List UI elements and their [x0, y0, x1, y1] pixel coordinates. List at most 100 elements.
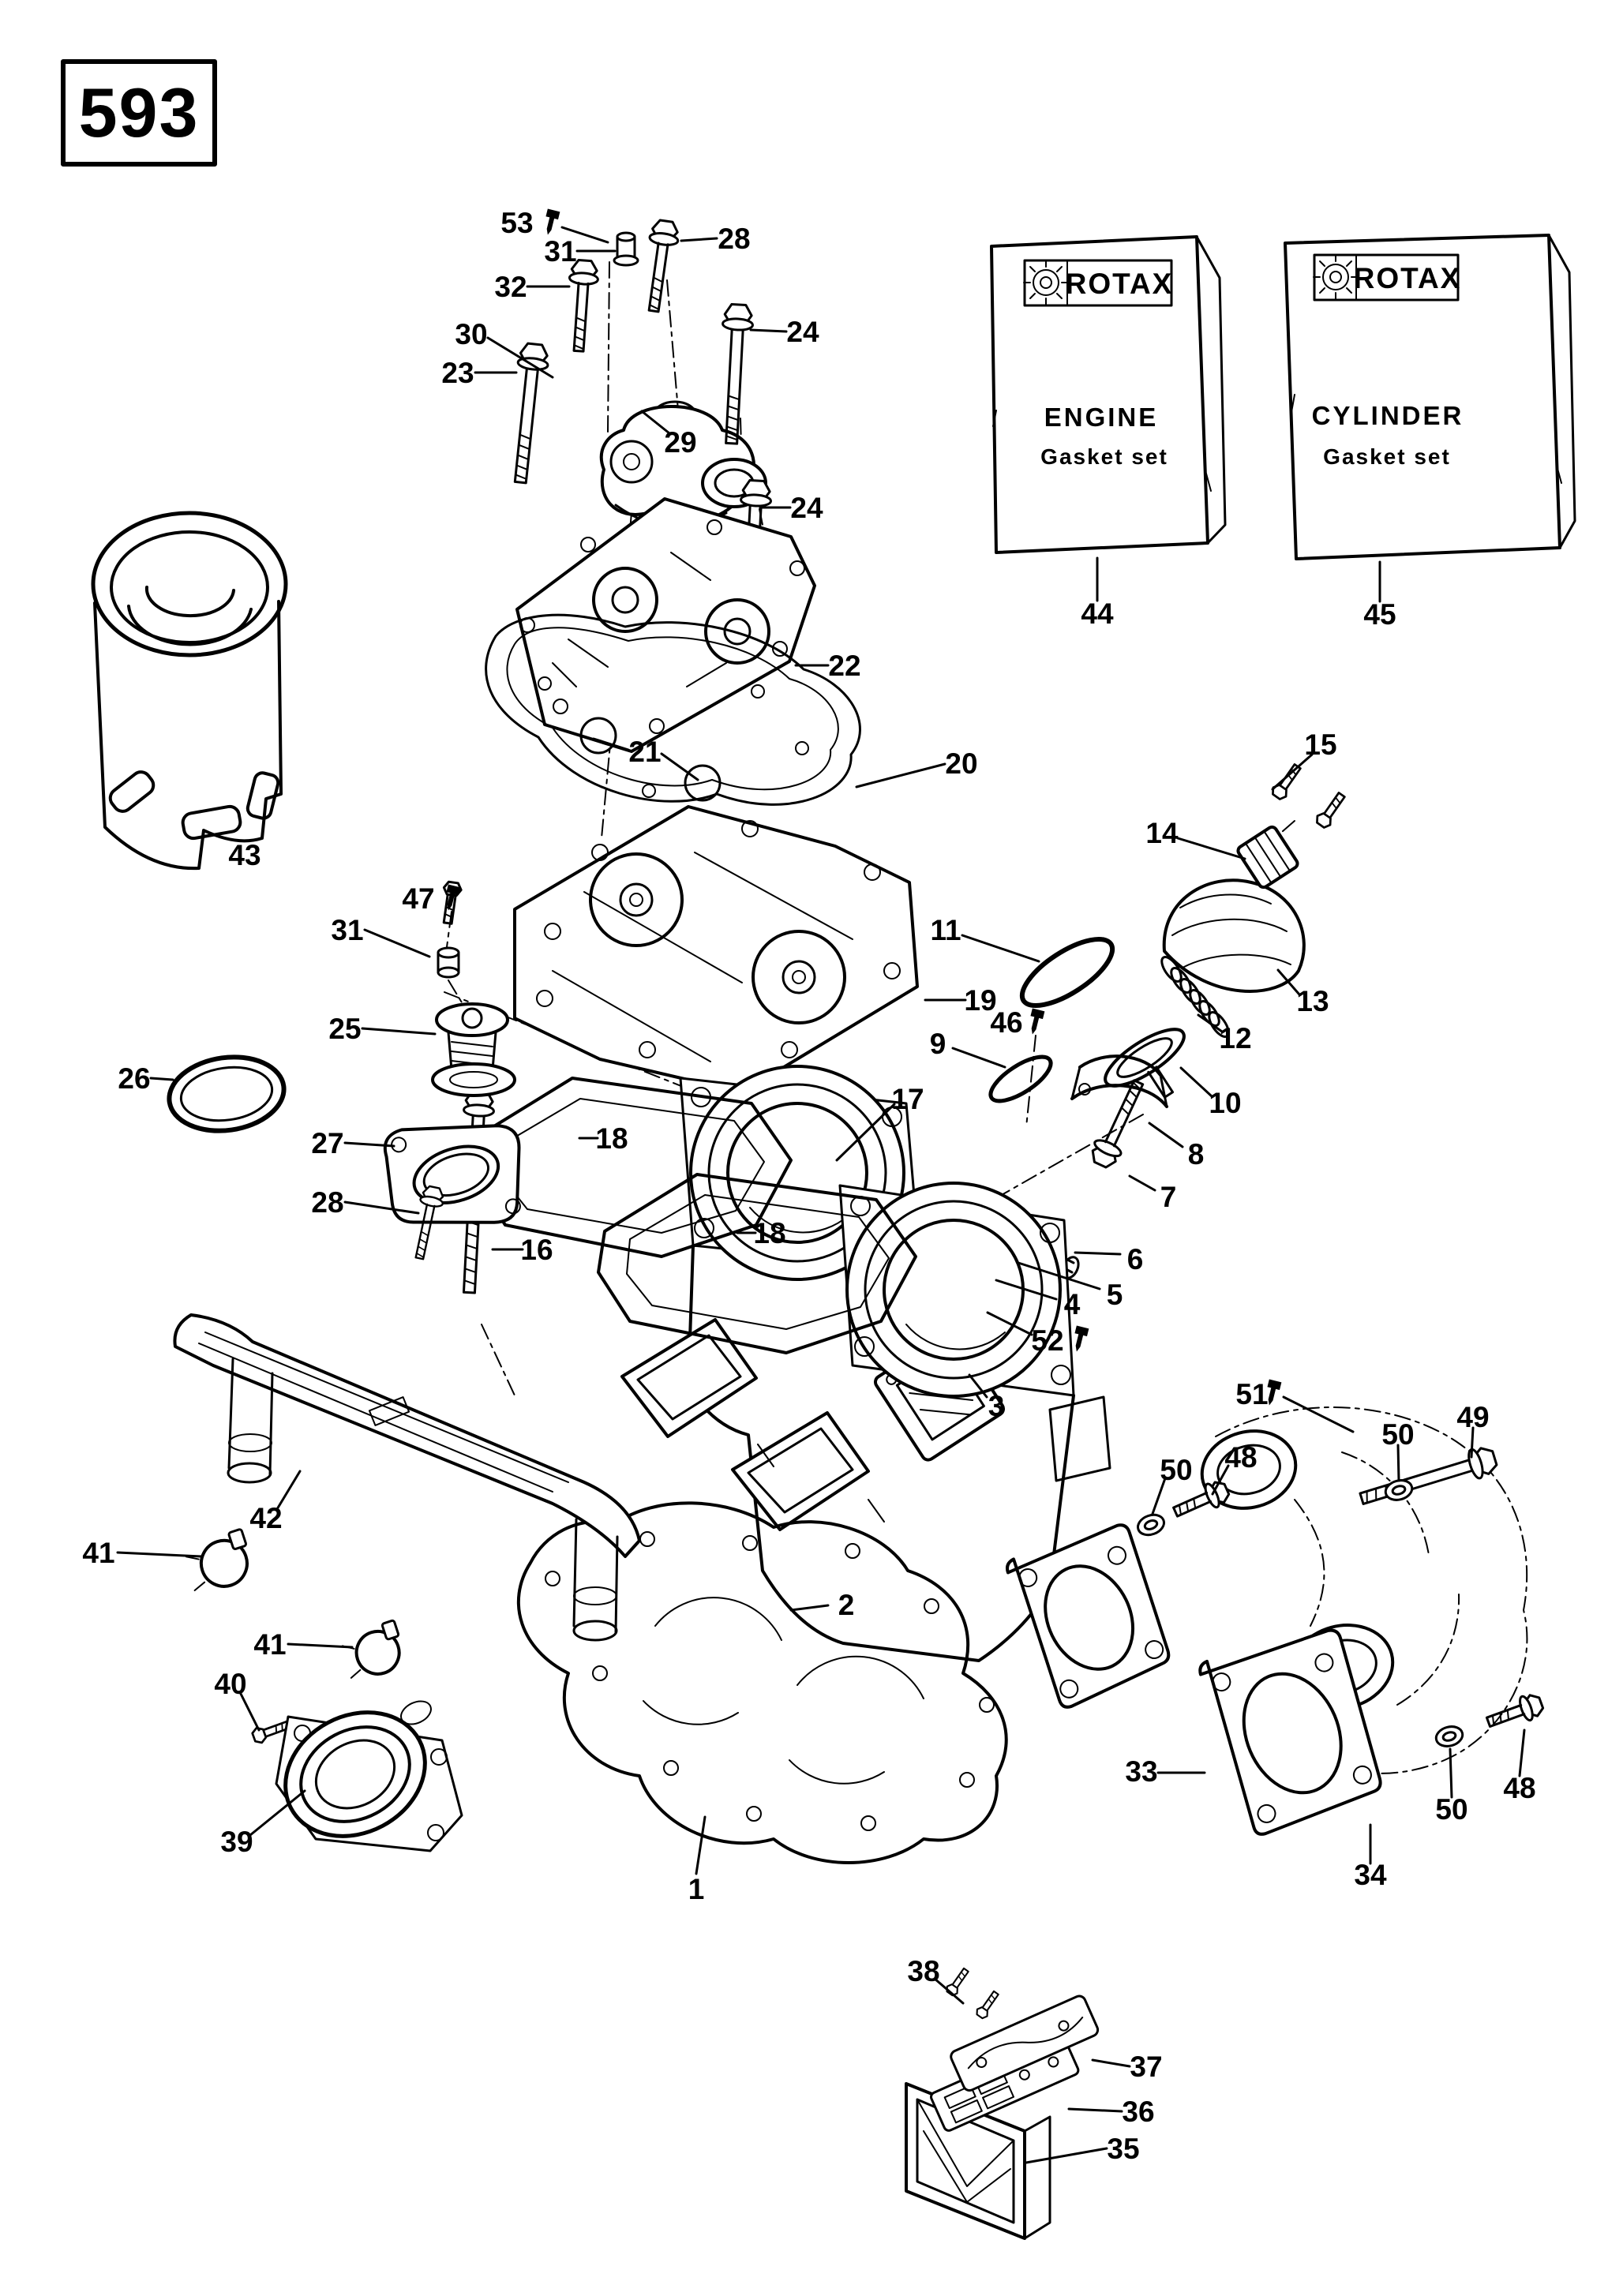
callout-29: 29: [664, 426, 696, 459]
callout-14: 14: [1145, 817, 1179, 849]
leader-line-40: [238, 1691, 261, 1732]
part-oring-9: [988, 1054, 1053, 1103]
callout-40: 40: [214, 1668, 246, 1700]
leader-line-41: [116, 1551, 204, 1558]
part-head-cover-22: [515, 497, 816, 753]
bag-product: ENGINE: [1044, 403, 1159, 432]
part-screw-15a: [1269, 761, 1306, 803]
leader-line-26: [149, 1077, 174, 1081]
bag-subtitle: Gasket set: [1323, 444, 1451, 469]
part-exhaust-valve-10: [1104, 1028, 1186, 1099]
leader-line-50: [1449, 1747, 1453, 1799]
leader-line-20: [855, 762, 946, 788]
part-washer-50c: [1432, 1722, 1467, 1751]
rotax-gear-icon: [1023, 260, 1069, 305]
callout-3: 3: [988, 1390, 1005, 1422]
callout-20: 20: [945, 747, 977, 780]
leader-line-15: [1271, 753, 1314, 791]
callout-27: 27: [311, 1127, 343, 1159]
callout-47: 47: [402, 882, 434, 915]
part-oring-26: [167, 1054, 287, 1133]
leader-line-30: [486, 336, 554, 379]
part-thermostat-housing-29: [599, 400, 767, 529]
callout-8: 8: [1188, 1138, 1205, 1170]
leader-line-7: [1128, 1174, 1156, 1192]
callout-50: 50: [1435, 1793, 1467, 1826]
callout-12: 12: [1219, 1022, 1251, 1054]
callout-28: 28: [311, 1186, 343, 1219]
bolt-icon: [542, 208, 560, 237]
part-flange-27: [383, 1124, 521, 1224]
callout-24: 24: [790, 492, 823, 524]
part-screw-38a: [943, 1965, 973, 1998]
callout-1: 1: [688, 1873, 705, 1905]
callout-10: 10: [1209, 1087, 1241, 1119]
part-oring-11: [1019, 936, 1115, 1009]
leader-line-48: [1518, 1729, 1526, 1777]
leader-line-52: [986, 1311, 1033, 1336]
bolt-icon: [1070, 1325, 1089, 1354]
leader-line-31: [363, 928, 431, 958]
callout-18: 18: [595, 1122, 628, 1155]
leader-line-4: [995, 1279, 1058, 1301]
part-hose-clamp-41a: [185, 1528, 249, 1592]
callout-43: 43: [228, 839, 261, 871]
callout-32: 32: [494, 271, 527, 303]
part-bolt-32: [563, 258, 601, 354]
callout-25: 25: [328, 1013, 361, 1045]
part-exhaust-gasket-33a: [1006, 1523, 1171, 1709]
leader-line-27: [343, 1141, 395, 1148]
leader-line-42: [275, 1470, 302, 1511]
callout-16: 16: [520, 1234, 553, 1266]
part-stud-nut-31: [613, 231, 639, 267]
callout-48: 48: [1224, 1441, 1257, 1474]
callout-22: 22: [828, 650, 860, 682]
part-reed-block-35: [905, 2082, 1051, 2240]
leader-line-8: [1148, 1122, 1184, 1148]
leader-line-51: [1282, 1395, 1355, 1433]
callout-49: 49: [1456, 1401, 1489, 1433]
callout-50: 50: [1160, 1454, 1192, 1486]
leader-line-29: [640, 410, 671, 435]
bag-brand: ROTAX: [1354, 262, 1462, 294]
part-cylinder-head-19: [513, 805, 919, 1094]
leader-line-3: [968, 1373, 988, 1399]
part-bolt-28: [638, 218, 682, 315]
part-bolt-49: [1355, 1442, 1501, 1515]
callout-21: 21: [628, 736, 661, 768]
callout-44: 44: [1081, 597, 1114, 630]
leader-line-2: [789, 1604, 830, 1612]
part-valve-spring-12: [1160, 956, 1230, 1038]
callout-36: 36: [1122, 2096, 1154, 2128]
leader-line-11: [961, 934, 1040, 963]
part-valve-seat-8: [1070, 1054, 1168, 1108]
part-bolt-48b: [1482, 1690, 1547, 1736]
leader-line-39: [249, 1789, 306, 1837]
leader-line-50: [1396, 1444, 1400, 1482]
callout-45: 45: [1363, 598, 1396, 631]
part-valve-cover-13: [1162, 878, 1306, 993]
part-cylinder-base-gasket-1: [517, 1501, 1008, 1864]
callout-26: 26: [118, 1062, 150, 1095]
callout-41: 41: [253, 1628, 286, 1661]
bag-product: CYLINDER: [1312, 401, 1464, 430]
leader-line-10: [1179, 1066, 1213, 1098]
callout-28: 28: [718, 223, 750, 255]
leader-line-50: [1151, 1477, 1167, 1515]
callout-2: 2: [838, 1589, 855, 1621]
callout-35: 35: [1107, 2133, 1139, 2165]
callout-31: 31: [544, 235, 576, 268]
callout-13: 13: [1296, 985, 1329, 1017]
leader-line-28: [343, 1200, 420, 1215]
callout-41: 41: [82, 1537, 114, 1569]
callout-18: 18: [753, 1217, 785, 1249]
callout-50: 50: [1381, 1418, 1414, 1451]
bag-brand: ROTAX: [1066, 268, 1174, 300]
callout-19: 19: [964, 984, 996, 1017]
callout-39: 39: [220, 1826, 253, 1858]
callout-53: 53: [500, 207, 533, 239]
leader-line-5: [1017, 1261, 1101, 1290]
callout-4: 4: [1064, 1288, 1081, 1320]
part-oring-26-inner: [179, 1066, 274, 1122]
